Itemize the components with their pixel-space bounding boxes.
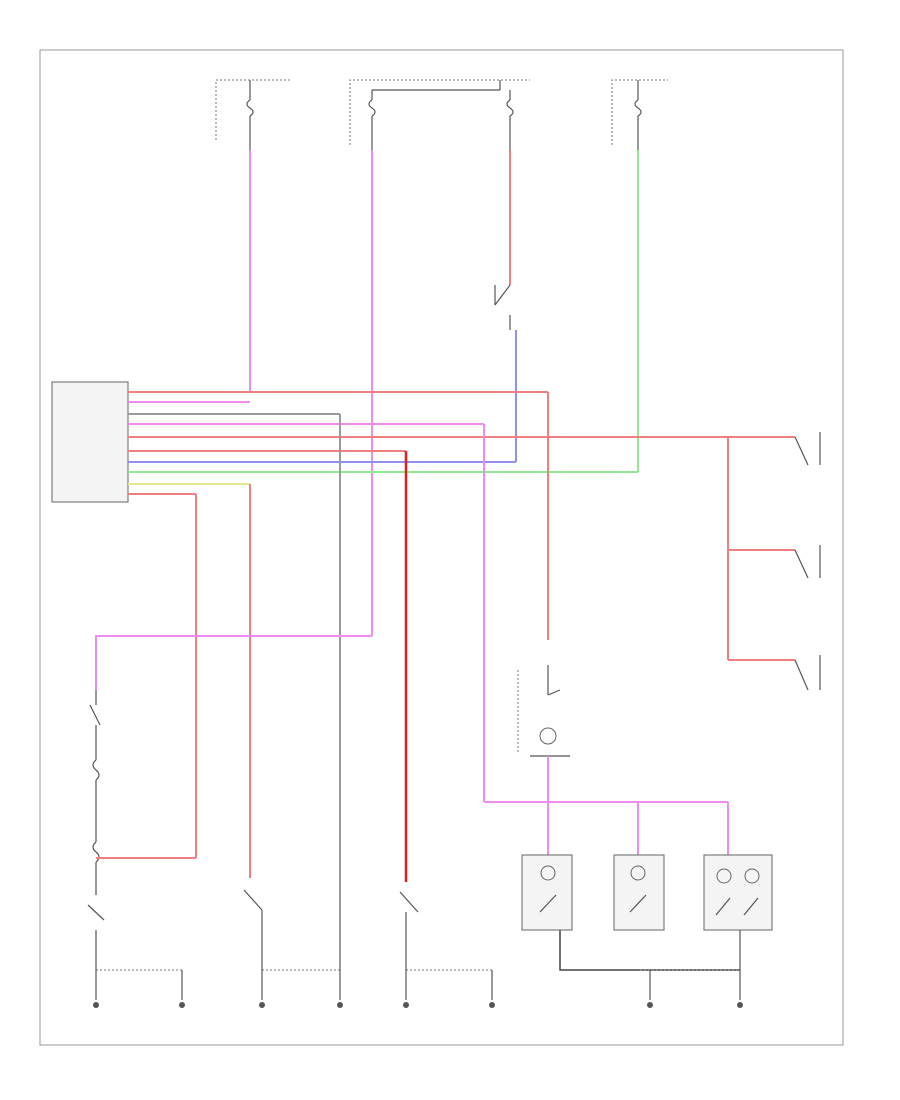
door-switch-left-rear bbox=[794, 545, 821, 579]
door-switch-right-rear bbox=[794, 655, 821, 691]
switch-mid-2 bbox=[399, 891, 419, 960]
wire-pink-left-loop bbox=[95, 635, 372, 690]
lamp-right bbox=[703, 854, 773, 931]
control-module bbox=[51, 381, 129, 503]
fuse-block-right bbox=[611, 79, 668, 150]
interior-lamp bbox=[517, 665, 570, 757]
left-switch-chain bbox=[87, 690, 105, 921]
door-switch-front-right bbox=[794, 432, 821, 466]
switch-mid-1 bbox=[243, 889, 263, 960]
wire-black-return bbox=[559, 930, 740, 971]
bulb-icon bbox=[630, 865, 646, 881]
lamp-left bbox=[521, 854, 573, 931]
ground-icon bbox=[259, 1002, 265, 1008]
ground-icon bbox=[647, 1002, 653, 1008]
ground-icon bbox=[179, 1002, 185, 1008]
diagram-frame bbox=[39, 49, 844, 1046]
ground-icon bbox=[737, 1002, 743, 1008]
fuse-block-left bbox=[215, 79, 292, 150]
ground-icon bbox=[93, 1002, 99, 1008]
ground-icon bbox=[403, 1002, 409, 1008]
ground-icon bbox=[489, 1002, 495, 1008]
bulb-icon bbox=[539, 727, 557, 745]
lamp-center bbox=[613, 854, 665, 931]
fuse-block-middle bbox=[349, 79, 530, 150]
key-switch bbox=[494, 284, 511, 330]
bulb-icon bbox=[540, 865, 556, 881]
bulb-icon bbox=[744, 868, 760, 884]
bulb-icon bbox=[716, 868, 732, 884]
ground-icon bbox=[337, 1002, 343, 1008]
